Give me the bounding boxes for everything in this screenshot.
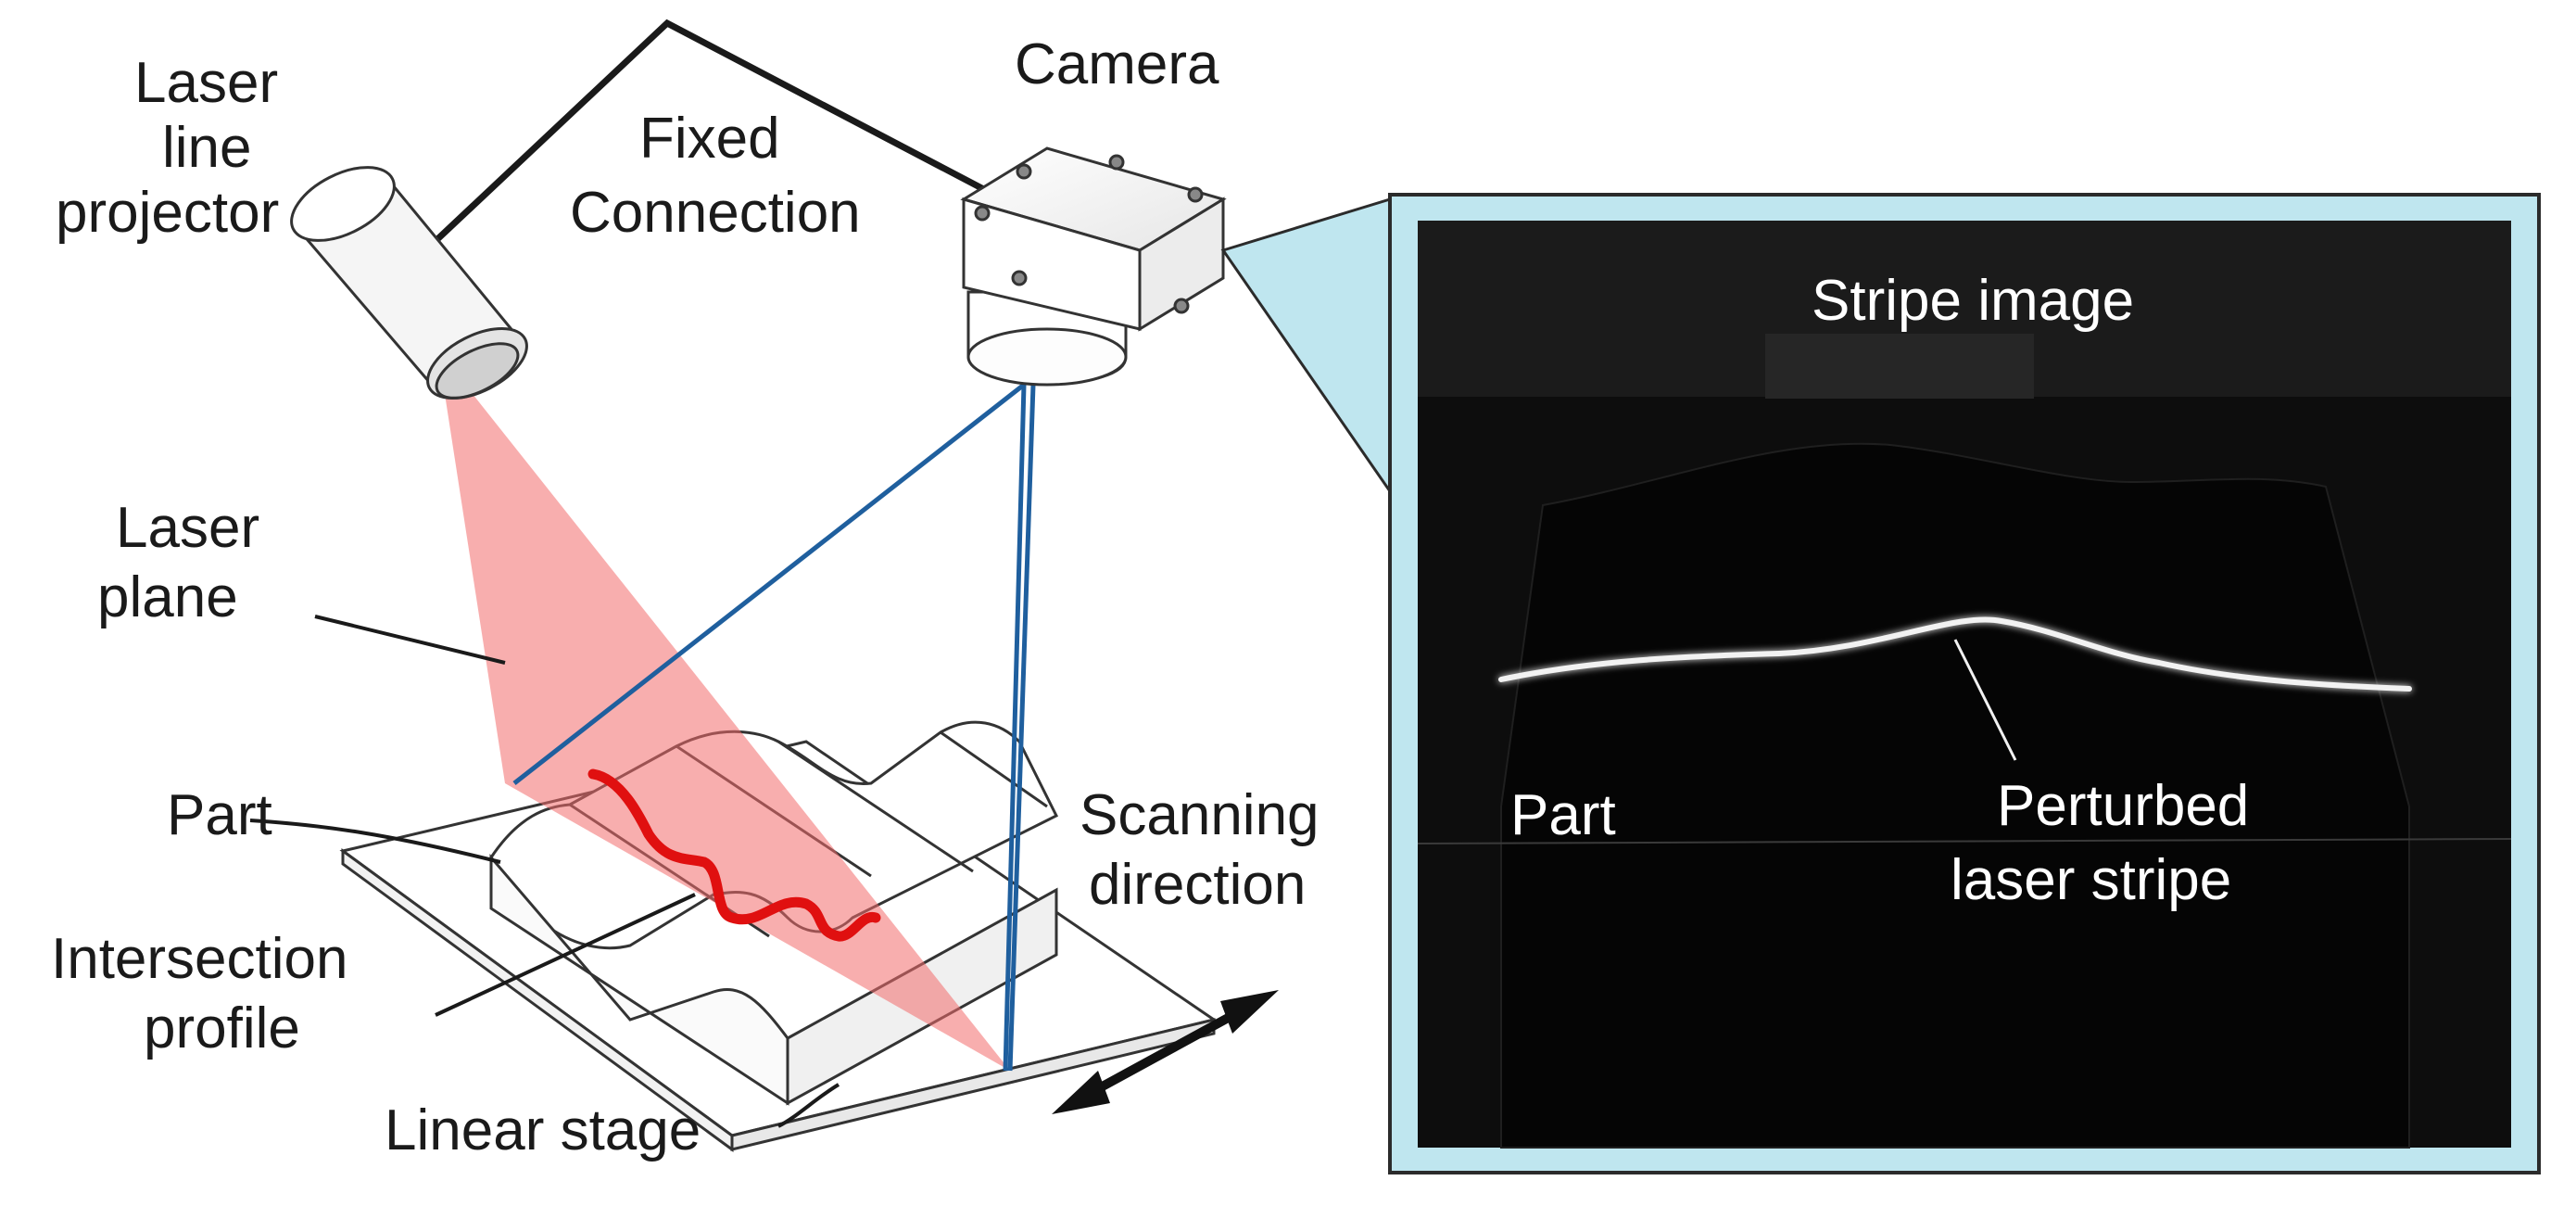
leader-linear-stage (777, 1083, 840, 1128)
leader-lines (249, 615, 840, 1128)
perturbed-laser-stripe (1498, 616, 2412, 692)
label-camera: Camera (1015, 32, 1219, 96)
label-laser-plane-1: Laser (116, 496, 259, 560)
label-laser-plane-2: plane (97, 565, 238, 629)
intersection-profile (587, 768, 881, 942)
laser-plane (445, 394, 1010, 1071)
camera-icon (960, 146, 1227, 387)
inset-callout (1220, 193, 2541, 1174)
label-laser-projector-2: line (162, 116, 252, 180)
laser-projector-icon (290, 166, 528, 400)
leader-laser-plane (314, 615, 506, 665)
label-intersection-1: Intersection (51, 927, 348, 991)
label-perturbed-1: Perturbed (1997, 774, 2249, 838)
label-scanning-1: Scanning (1080, 783, 1320, 847)
leader-perturbed-stripe (1953, 639, 2017, 761)
label-intersection-2: profile (144, 997, 300, 1060)
label-fixed-connection-2: Connection (570, 181, 861, 245)
label-fixed-connection-1: Fixed (639, 107, 780, 171)
label-inset-part: Part (1510, 783, 1616, 847)
fixed-connection-bracket (433, 19, 1049, 244)
leader-part (249, 819, 501, 864)
label-linear-stage: Linear stage (385, 1098, 701, 1162)
label-perturbed-2: laser stripe (1951, 848, 2231, 912)
label-laser-projector-1: Laser (134, 51, 278, 115)
label-part: Part (167, 783, 272, 847)
double-arrow-icon (1052, 990, 1279, 1114)
label-laser-projector-3: projector (56, 181, 279, 245)
label-stripe-image: Stripe image (1812, 269, 2134, 333)
label-scanning-2: direction (1089, 853, 1306, 917)
leader-intersection (435, 893, 696, 1017)
camera-rays (512, 383, 1036, 1072)
